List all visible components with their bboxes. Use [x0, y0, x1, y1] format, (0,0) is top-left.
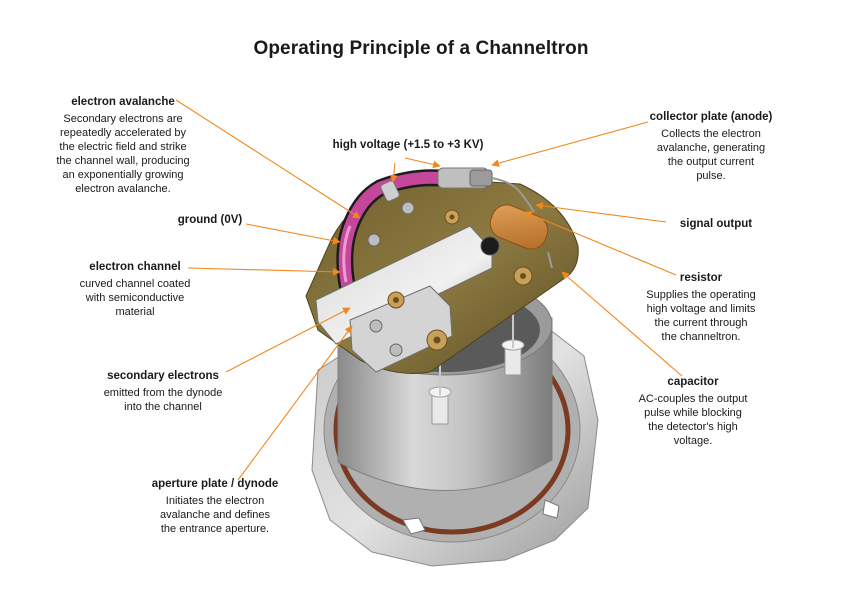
- label-electron-avalanche-line: Secondary electrons are: [63, 113, 183, 125]
- label-electron-avalanche-heading: electron avalanche: [71, 96, 175, 108]
- leader-electron-avalanche: [175, 99, 361, 219]
- label-aperture-plate: aperture plate / dynode Initiates the el…: [135, 477, 295, 536]
- label-capacitor-line: AC-couples the output: [638, 393, 748, 405]
- leader-secondary-electrons: [225, 307, 351, 373]
- label-electron-channel-line: curved channel coated: [79, 278, 191, 290]
- label-resistor-line: Supplies the operating: [646, 289, 756, 301]
- leader-collector: [491, 121, 649, 167]
- label-collector-plate-line: Collects the electron: [661, 128, 761, 140]
- label-electron-channel-line: with semiconductive: [85, 292, 185, 304]
- label-aperture-plate-line: the entrance aperture.: [160, 523, 270, 535]
- dynode-plate: [315, 201, 533, 373]
- label-collector-plate-line: the output current: [667, 156, 755, 168]
- label-capacitor-line: the detector's high: [648, 421, 738, 433]
- label-collector-plate-line: pulse.: [696, 170, 726, 182]
- label-electron-avalanche-line: an exponentially growing: [62, 169, 184, 181]
- label-aperture-plate-line: Initiates the electron: [165, 495, 265, 507]
- label-electron-avalanche-line: the channel wall, producing: [56, 155, 190, 167]
- label-ground-heading: ground (0V): [177, 214, 243, 226]
- label-electron-avalanche-line: repeatedly accelerated by: [60, 127, 186, 139]
- label-resistor-line: the current through: [654, 317, 748, 329]
- label-high-voltage: high voltage (+1.5 to +3 KV): [318, 138, 498, 155]
- leader-electron-channel: [187, 267, 341, 276]
- leader-capacitor: [561, 271, 683, 377]
- label-aperture-plate-heading: aperture plate / dynode: [151, 478, 279, 490]
- page-title: Operating Principle of a Channeltron: [253, 38, 589, 59]
- collector-connector: [437, 167, 535, 213]
- label-secondary-electrons-line: into the channel: [124, 401, 202, 413]
- label-collector-plate: collector plate (anode) Collects the ele…: [636, 110, 786, 183]
- label-secondary-electrons-line: emitted from the dynode: [103, 387, 223, 399]
- leader-high-voltage: [389, 162, 398, 183]
- leader-signal-output: [535, 202, 667, 223]
- label-capacitor-heading: capacitor: [667, 376, 719, 388]
- label-signal-output-heading: signal output: [679, 218, 753, 230]
- label-aperture-plate-line: avalanche and defines: [159, 509, 271, 521]
- label-resistor-heading: resistor: [679, 272, 723, 284]
- label-capacitor: capacitor AC-couples the output pulse wh…: [618, 375, 768, 448]
- label-resistor-line: the channeltron.: [661, 331, 741, 343]
- label-capacitor-line: pulse while blocking: [644, 407, 742, 419]
- label-electron-channel: electron channel curved channel coated w…: [70, 260, 200, 319]
- label-signal-output: signal output: [666, 217, 766, 234]
- label-secondary-electrons-heading: secondary electrons: [107, 370, 219, 382]
- label-capacitor-line: voltage.: [673, 435, 713, 447]
- label-collector-plate-line: avalanche, generating: [656, 142, 766, 154]
- leader-aperture: [237, 325, 353, 481]
- leader-lines: [175, 99, 683, 481]
- leader-high-voltage-2: [404, 157, 441, 169]
- electron-channel: [336, 169, 441, 292]
- label-electron-avalanche-line: the electric field and strike: [59, 141, 187, 153]
- leader-ground: [245, 223, 341, 245]
- leader-resistor: [524, 211, 677, 276]
- label-resistor: resistor Supplies the operating high vol…: [626, 271, 776, 344]
- label-secondary-electrons: secondary electrons emitted from the dyn…: [88, 369, 238, 414]
- label-collector-plate-heading: collector plate (anode): [649, 111, 773, 123]
- label-electron-channel-heading: electron channel: [89, 261, 181, 273]
- label-electron-avalanche: electron avalanche Secondary electrons a…: [38, 95, 208, 196]
- label-electron-avalanche-line: electron avalanche.: [75, 183, 171, 195]
- label-ground: ground (0V): [160, 213, 260, 230]
- label-electron-channel-line: material: [115, 306, 155, 318]
- label-high-voltage-heading: high voltage (+1.5 to +3 KV): [332, 139, 484, 151]
- label-resistor-line: high voltage and limits: [646, 303, 756, 315]
